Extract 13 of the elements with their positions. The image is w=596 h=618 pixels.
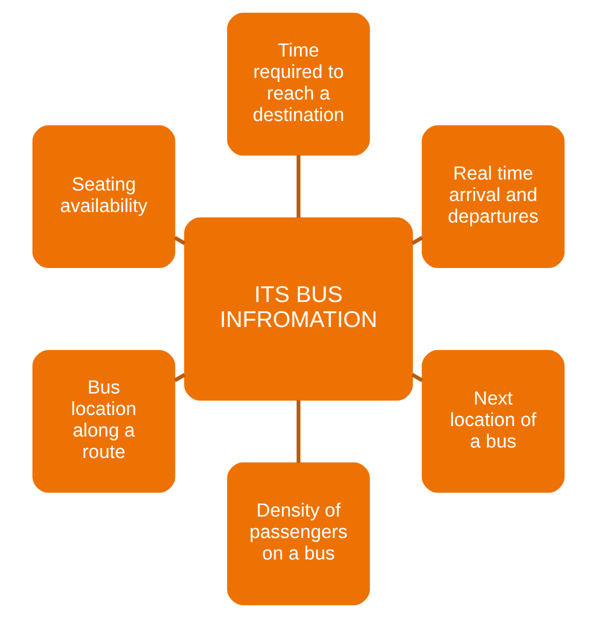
connector — [173, 373, 186, 382]
node-box: Real time arrival and departures — [421, 125, 564, 268]
connector — [410, 236, 423, 245]
node-box: Bus location along a route — [32, 350, 175, 493]
connector — [296, 400, 300, 463]
node-box: Seating availability — [32, 125, 175, 268]
node-box: ITS BUS INFROMATION — [184, 217, 412, 401]
node-box: Time required to reach a destination — [226, 12, 370, 156]
node-box: Next location of a bus — [421, 350, 564, 493]
connector — [173, 236, 186, 245]
connector — [410, 373, 423, 382]
node-box: Density of passengers on a bus — [226, 462, 370, 606]
connector — [296, 155, 300, 218]
